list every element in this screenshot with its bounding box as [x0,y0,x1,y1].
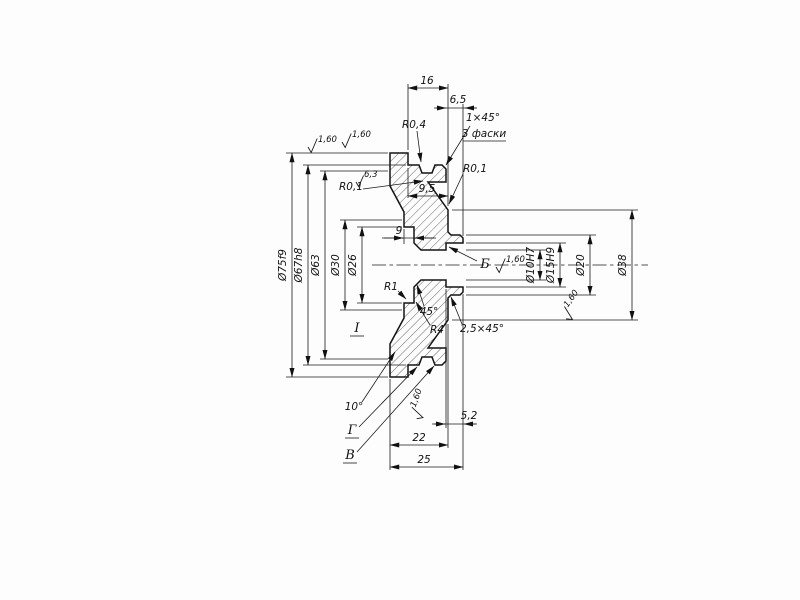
note-chamfer: 1×45° 3 фаски [445,112,507,166]
d15-label: Ø15Н9 [545,247,557,285]
d75-label: Ø75f9 [277,249,289,282]
roughness-mark-web: 6,3 [355,170,378,188]
dim-d15: Ø15Н9 [466,242,566,288]
roughness-c-label: 1,60 [506,255,525,265]
dim-d30: Ø30 [330,219,402,311]
dim-recess-depth-9: 9 [382,225,436,244]
section-b-label: Б [479,257,490,272]
leader-line [361,351,396,403]
note-fillet-r4: R4 [415,301,444,336]
dim-web-offset-95: 9,5 [407,183,449,199]
d30-label: Ø30 [330,254,342,277]
d10-label: Ø10Н7 [525,247,537,285]
d38-label: Ø38 [617,254,629,277]
note-taper-10: 10° [345,351,396,413]
r04-label: R0,4 [402,119,426,131]
d20-label: Ø20 [575,254,587,277]
leader-line [358,366,418,428]
note-detail-view: I [350,321,364,337]
dim-d20: Ø20 [466,234,596,296]
r4-label: R4 [430,324,444,336]
note-surface-v: В [343,365,435,464]
dim-d26: Ø26 [347,226,402,304]
roughness-e-label: 1,60 [409,387,425,408]
part-section-lower [389,279,464,378]
roughness-b-label: 1,60 [352,130,371,140]
chamfer-count-label: 3 фаски [462,128,507,140]
note-surface-g: Г [345,366,418,439]
dim-counterbore-52: 5,2 [432,289,478,428]
roughness-icon [355,175,365,188]
note-section-b: Б [448,246,490,272]
dim-label-22: 22 [412,432,426,444]
leader-line [450,296,463,325]
roughness-mark-a: 1,60 [307,135,337,154]
roughness-icon [341,133,352,149]
roughness-mark-b: 1,60 [341,130,371,149]
dim-d38: Ø38 [452,209,638,321]
dim-hub-length-65: 6,5 [434,94,477,236]
leader-line [445,125,471,166]
roughness-icon [495,258,506,274]
note-fillet-r01-right: R0,1 [448,163,487,205]
note-fillet-r1: R1 [384,281,407,300]
r1-label: R1 [384,281,398,293]
dim-rim-width-16: 16 [407,75,449,206]
dim-d75: Ø75f9 [277,152,388,378]
dim-d10: Ø10Н7 [466,247,546,285]
d63-label: Ø63 [310,254,322,277]
dim-label-65: 6,5 [450,94,467,106]
dim-total-width-25: 25 [389,294,464,470]
dim-d67: Ø67h8 [293,164,406,366]
roughness-icon [564,306,574,320]
dim-label-52: 5,2 [461,410,478,422]
leader-line [415,301,431,326]
r01-right-label: R0,1 [463,163,487,175]
roughness-mark-e: 1,60 [409,387,425,420]
chamfer-label: 1×45° [466,112,500,124]
d67-label: Ø67h8 [293,247,305,283]
roughness-mark-d: 1,60 [562,288,581,320]
roughness-icon [411,406,424,420]
note-groove-radius: R0,4 [402,119,426,163]
dim-label-25: 25 [417,454,431,466]
leader-line [397,290,407,300]
note-chamfer-25: 2,5×45° [450,296,504,335]
surface-g-label: Г [347,423,357,438]
roughness-icon [307,138,318,154]
detail-view-label: I [353,321,360,336]
dim-label-16: 16 [420,75,434,87]
roughness-d-label: 1,60 [562,288,581,309]
dim-hub-width-22: 22 [389,324,449,470]
leader-line [356,365,435,453]
roughness-a-label: 1,60 [318,135,337,145]
dim-label-95: 9,5 [419,183,436,195]
dim-d63: Ø63 [310,170,388,360]
surface-v-label: В [344,448,355,463]
roughness-mark-c: 1,60 [495,255,525,274]
r01-left-label: R0,1 [339,181,363,193]
leader-line [362,179,424,190]
roughness-web-label: 6,3 [364,170,378,180]
leader-line [448,246,478,262]
leader-line [416,130,423,163]
chamfer25-label: 2,5×45° [460,323,504,335]
leader-line [448,173,464,205]
deg10-label: 10° [345,401,364,413]
dim-label-9: 9 [396,225,403,237]
d26-label: Ø26 [347,254,359,277]
